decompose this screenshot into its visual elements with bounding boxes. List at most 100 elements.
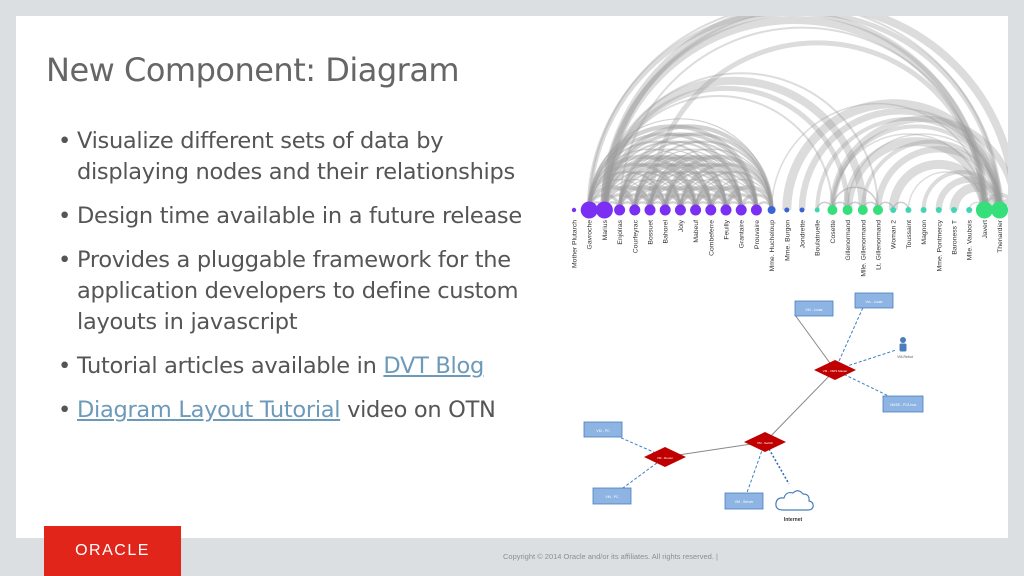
- arc-node: [814, 207, 820, 213]
- bullet-item: •Provides a pluggable framework for the …: [58, 245, 558, 338]
- arc-link: [588, 16, 1001, 211]
- arc-node: [750, 204, 762, 216]
- arc-link: [634, 148, 757, 211]
- arc-link: [798, 107, 1003, 211]
- arc-node-label: Gavroche: [587, 220, 594, 250]
- arc-link: [648, 162, 743, 211]
- arc-link: [603, 170, 682, 211]
- network-node-box: [583, 421, 623, 438]
- arc-node-label: Enjolras: [617, 219, 624, 244]
- network-node-label: Internet: [784, 517, 803, 523]
- arc-link: [663, 193, 698, 211]
- arc-link: [618, 170, 697, 211]
- arc-link: [619, 148, 742, 211]
- arc-link: [587, 154, 698, 211]
- arc-link: [874, 145, 1003, 211]
- network-node-diamond: [644, 447, 686, 467]
- arc-link: [921, 170, 1002, 211]
- arc-link: [679, 179, 742, 211]
- arc-link: [602, 185, 653, 211]
- arc-node-label: Mabeuf: [693, 220, 700, 243]
- network-node-box: [592, 487, 632, 505]
- arc-node-label: Baroness T: [952, 220, 959, 255]
- arc-node-label: Mlle. Gillenormand: [860, 220, 867, 277]
- arc-link: [647, 154, 759, 211]
- arc-link: [618, 140, 758, 211]
- arc-node-label: Combeferre: [708, 220, 715, 256]
- bullet-text: Tutorial articles available in: [77, 353, 384, 379]
- network-node-diamond: [814, 360, 856, 380]
- arc-link: [695, 179, 757, 211]
- arc-link: [724, 193, 758, 211]
- bullet-item: •Design time available in a future relea…: [58, 201, 558, 232]
- arc-node: [767, 206, 776, 214]
- arc-node: [644, 204, 656, 216]
- arc-link: [617, 185, 668, 211]
- arc-link: [619, 179, 681, 211]
- arc-node-label: Feuilly: [724, 219, 731, 239]
- arc-link: [618, 26, 986, 211]
- bullet-glyph: •: [58, 128, 71, 154]
- arc-node: [905, 207, 912, 213]
- arc-node: [935, 207, 942, 213]
- bullet-list: •Visualize different sets of data by dis…: [58, 126, 558, 439]
- copyright-text: Copyright © 2014 Oracle and/or its affil…: [503, 552, 718, 561]
- arc-link: [588, 170, 667, 211]
- arc-link: [649, 179, 712, 211]
- arc-link: [588, 118, 773, 211]
- arc-link: [601, 85, 851, 211]
- arc-link: [888, 159, 989, 211]
- network-node-label: VM - Server: [735, 500, 755, 504]
- arc-node-label: Jondrette: [800, 220, 807, 249]
- arc-link: [602, 154, 713, 211]
- bullet-item: •Tutorial articles available in DVT Blog: [58, 351, 558, 382]
- arc-link: [815, 116, 1002, 211]
- dvt-blog-link[interactable]: DVT Blog: [383, 353, 484, 379]
- diagram-layout-tutorial-link[interactable]: Diagram Layout Tutorial: [77, 397, 341, 423]
- arc-link: [588, 140, 728, 211]
- arc-link: [678, 193, 713, 211]
- arc-link: [648, 170, 728, 211]
- arc-node-label: Lt. Gillenormand: [876, 220, 883, 270]
- arc-node-label: Mme. Hucheloup: [769, 220, 776, 272]
- arc-link: [603, 140, 743, 211]
- arc-link: [633, 140, 773, 211]
- arc-link: [830, 124, 1002, 211]
- arc-link: [907, 171, 986, 211]
- arc-link: [860, 139, 1002, 211]
- arc-node-label: Thenardier: [997, 219, 1004, 253]
- arc-links: [586, 16, 1008, 211]
- arc-node-label: Grantaire: [739, 220, 746, 249]
- arc-link: [587, 162, 682, 211]
- arc-node: [705, 204, 717, 216]
- arc-node-label: Marius: [602, 219, 609, 240]
- slide: New Component: Diagram •Visualize differ…: [16, 16, 1008, 538]
- arc-link: [664, 170, 743, 211]
- arc-link: [935, 176, 1003, 211]
- arc-link: [831, 133, 986, 211]
- arc-link: [600, 76, 867, 211]
- arc-node: [991, 201, 1008, 219]
- arc-link: [632, 154, 744, 211]
- network-node-box: [882, 395, 924, 413]
- network-node-box: [854, 292, 894, 309]
- network-node-label: VM - Switch: [757, 441, 773, 445]
- bullet-glyph: •: [58, 203, 71, 229]
- arc-link: [949, 182, 1005, 211]
- arc-link: [678, 162, 774, 211]
- arc-node: [975, 201, 993, 219]
- arc-link: [603, 72, 879, 211]
- arc-node-label: Cosette: [830, 220, 837, 244]
- bullet-item: •Diagram Layout Tutorial video on OTN: [58, 395, 558, 426]
- arc-link: [633, 170, 712, 211]
- network-node-label: VM/SS - PC/Linux: [890, 403, 917, 407]
- arc-link: [782, 99, 1005, 211]
- network-node-label: VM - Lunar: [805, 308, 823, 312]
- arc-link: [693, 185, 744, 211]
- arc-node: [951, 207, 957, 213]
- arc-node: [674, 204, 686, 216]
- arc-node: [659, 204, 671, 216]
- arc-link: [846, 133, 1001, 211]
